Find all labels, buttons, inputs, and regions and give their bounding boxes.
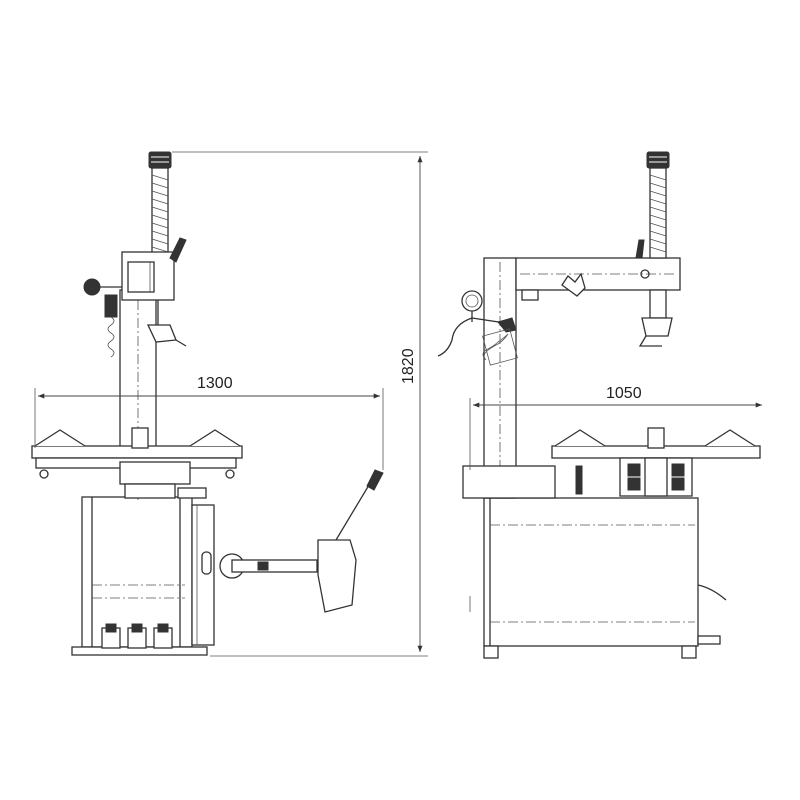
side-arm <box>515 151 681 347</box>
dimension-labels: 1300 1820 1050 <box>197 348 642 402</box>
front-cabinet <box>71 496 215 656</box>
front-view <box>31 151 384 656</box>
foot-pedals <box>101 623 173 649</box>
inflation-gauge <box>437 290 518 366</box>
side-turntable <box>551 427 761 497</box>
dim-label-total-height: 1820 <box>400 348 417 384</box>
dimension-lines <box>34 151 762 657</box>
side-cabinet <box>483 497 727 659</box>
side-view <box>437 151 761 659</box>
dim-label-side-depth: 1050 <box>606 385 642 402</box>
bead-breaker-arm <box>219 469 384 613</box>
front-turntable <box>31 427 243 499</box>
side-column <box>462 257 556 499</box>
dim-label-front-width: 1300 <box>197 375 233 392</box>
